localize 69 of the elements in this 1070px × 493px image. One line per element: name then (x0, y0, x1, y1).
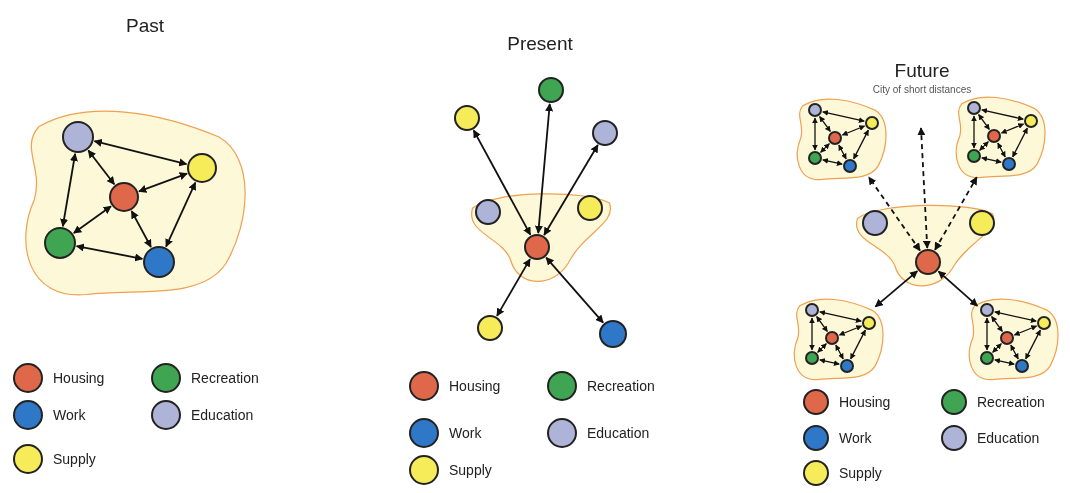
double-arrow (978, 113, 990, 131)
double-arrow (835, 344, 844, 360)
legend-label: Work (839, 431, 872, 445)
double-arrow (819, 310, 862, 323)
legend-label: Supply (53, 452, 96, 466)
double-arrow (819, 115, 831, 133)
double-arrow (1025, 329, 1041, 360)
double-arrow (992, 343, 1002, 353)
double-arrow (997, 142, 1006, 158)
legend-label: Housing (839, 395, 891, 409)
panel-subtitle: City of short distances (872, 83, 972, 97)
double-arrow (820, 143, 830, 153)
legend-label: Education (977, 431, 1040, 445)
legend-label: Supply (839, 466, 882, 480)
legend-label: Work (53, 408, 86, 422)
double-arrow (991, 315, 1003, 333)
panel-title: Future (894, 59, 950, 83)
double-arrow (971, 115, 977, 149)
double-arrow (994, 310, 1037, 323)
panel-title: Past (126, 14, 164, 38)
double-arrow (853, 129, 869, 160)
double-arrow (543, 144, 599, 236)
double-arrow (1013, 325, 1038, 336)
legend-label: Education (587, 426, 650, 440)
double-arrow (981, 156, 1002, 164)
double-arrow (816, 315, 828, 333)
double-arrow (979, 141, 989, 151)
double-arrow (60, 152, 78, 228)
double-arrow (867, 176, 921, 252)
double-arrow (819, 358, 840, 366)
double-arrow (87, 149, 116, 186)
double-arrow (130, 210, 152, 248)
double-arrow (534, 103, 554, 234)
legend-label: Education (191, 408, 254, 422)
legend-label: Housing (53, 371, 105, 385)
double-arrow (934, 176, 978, 251)
double-arrow (822, 110, 865, 123)
double-arrow (817, 343, 827, 353)
double-arrow (165, 181, 197, 248)
double-arrow (812, 117, 818, 151)
legend-label: Work (449, 426, 482, 440)
double-arrow (472, 129, 532, 236)
double-arrow (1010, 344, 1019, 360)
legend-label: Supply (449, 463, 492, 477)
double-arrow (72, 205, 112, 234)
double-arrow (917, 127, 931, 249)
legend-label: Recreation (977, 395, 1045, 409)
double-arrow (874, 270, 919, 308)
double-arrow (822, 158, 843, 166)
double-arrow (138, 172, 188, 193)
double-arrow (838, 144, 847, 160)
double-arrow (838, 325, 863, 336)
double-arrow (1000, 123, 1025, 134)
double-arrow (981, 108, 1024, 121)
double-arrow (984, 317, 990, 351)
double-arrow (545, 256, 605, 324)
legend-label: Recreation (587, 379, 655, 393)
double-arrow (75, 243, 144, 262)
double-arrow (809, 317, 815, 351)
panel-title: Present (507, 32, 573, 56)
double-arrow (850, 329, 866, 360)
double-arrow (93, 138, 188, 167)
double-arrow (496, 258, 531, 317)
double-arrow (1012, 127, 1028, 158)
double-arrow (841, 125, 866, 136)
legend-label: Housing (449, 379, 501, 393)
legend-label: Recreation (191, 371, 259, 385)
double-arrow (994, 358, 1015, 366)
double-arrow (937, 270, 979, 307)
